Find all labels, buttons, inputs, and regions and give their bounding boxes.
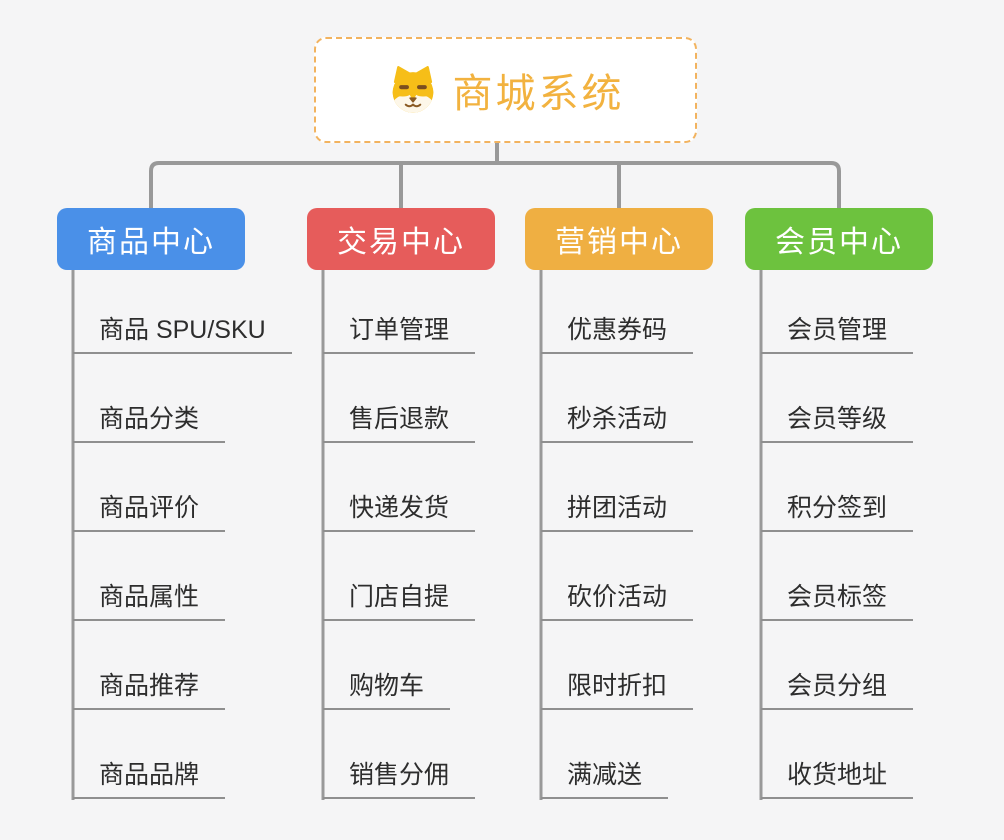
- root-topic-title: 商城系统: [452, 72, 625, 116]
- branch-member-center[interactable]: 会员中心: [745, 208, 933, 270]
- leaf-topic[interactable]: 收货地址: [761, 710, 914, 799]
- leaf-topic[interactable]: 购物车: [323, 621, 451, 710]
- leaf-topic[interactable]: 快递发货: [323, 443, 476, 532]
- leaf-column-trade-center: 订单管理 售后退款 快递发货 门店自提 购物车 销售分佣: [323, 265, 476, 799]
- leaf-topic[interactable]: 订单管理: [323, 265, 476, 354]
- leaf-topic[interactable]: 售后退款: [323, 354, 476, 443]
- leaf-topic[interactable]: 会员分组: [761, 621, 914, 710]
- leaf-topic[interactable]: 商品品牌: [73, 710, 226, 799]
- leaf-topic[interactable]: 门店自提: [323, 532, 476, 621]
- leaf-topic[interactable]: 销售分佣: [323, 710, 476, 799]
- root-topic[interactable]: 商城系统: [314, 37, 697, 143]
- leaf-column-member-center: 会员管理 会员等级 积分签到 会员标签 会员分组 收货地址: [761, 265, 914, 799]
- branch-marketing-center[interactable]: 营销中心: [525, 208, 713, 270]
- leaf-column-marketing-center: 优惠券码 秒杀活动 拼团活动 砍价活动 限时折扣 满减送: [541, 265, 694, 799]
- branch-product-center[interactable]: 商品中心: [57, 208, 245, 270]
- leaf-topic[interactable]: 会员管理: [761, 265, 914, 354]
- leaf-topic[interactable]: 优惠券码: [541, 265, 694, 354]
- leaf-topic[interactable]: 商品评价: [73, 443, 226, 532]
- leaf-topic[interactable]: 拼团活动: [541, 443, 694, 532]
- leaf-column-product-center: 商品 SPU/SKU 商品分类 商品评价 商品属性 商品推荐 商品品牌: [73, 265, 292, 799]
- dog-face-icon: [387, 64, 439, 116]
- leaf-topic[interactable]: 会员标签: [761, 532, 914, 621]
- leaf-topic[interactable]: 商品属性: [73, 532, 226, 621]
- leaf-topic[interactable]: 积分签到: [761, 443, 914, 532]
- leaf-topic[interactable]: 商品 SPU/SKU: [73, 265, 292, 354]
- leaf-topic[interactable]: 砍价活动: [541, 532, 694, 621]
- branch-trade-center[interactable]: 交易中心: [307, 208, 495, 270]
- leaf-topic[interactable]: 秒杀活动: [541, 354, 694, 443]
- leaf-topic[interactable]: 商品推荐: [73, 621, 226, 710]
- leaf-topic[interactable]: 会员等级: [761, 354, 914, 443]
- leaf-topic[interactable]: 限时折扣: [541, 621, 694, 710]
- leaf-topic[interactable]: 商品分类: [73, 354, 226, 443]
- leaf-topic[interactable]: 满减送: [541, 710, 669, 799]
